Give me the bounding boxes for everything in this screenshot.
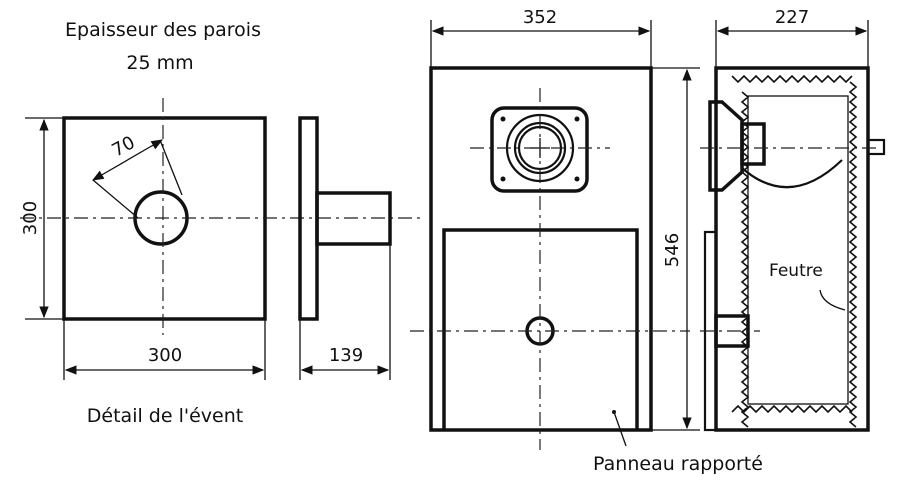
wall-thickness-value: 25 mm	[126, 52, 193, 74]
cabinet-front-view: 352 546	[410, 7, 700, 450]
vent-detail-front-view: 70 300 300	[20, 98, 420, 380]
cabinet-side-view: 227	[700, 7, 886, 432]
vent-depth-dimension: 139	[329, 345, 363, 366]
front-height-dimension: 546	[662, 233, 683, 267]
vent-width-dimension: 300	[148, 345, 182, 366]
vent-height-dimension: 300	[20, 201, 41, 235]
speaker-profile	[708, 100, 744, 192]
front-width-dimension: 352	[523, 7, 557, 28]
wall-thickness-label: Epaisseur des parois	[65, 19, 261, 41]
vent-detail-caption: Détail de l'évent	[87, 405, 243, 427]
side-depth-dimension: 227	[775, 7, 809, 28]
vent-hole-dimension: 70	[108, 132, 138, 161]
added-panel-label: Panneau rapporté	[593, 453, 763, 475]
felt-label: Feutre	[769, 261, 823, 281]
vent-detail-side-view: 139	[298, 116, 392, 380]
